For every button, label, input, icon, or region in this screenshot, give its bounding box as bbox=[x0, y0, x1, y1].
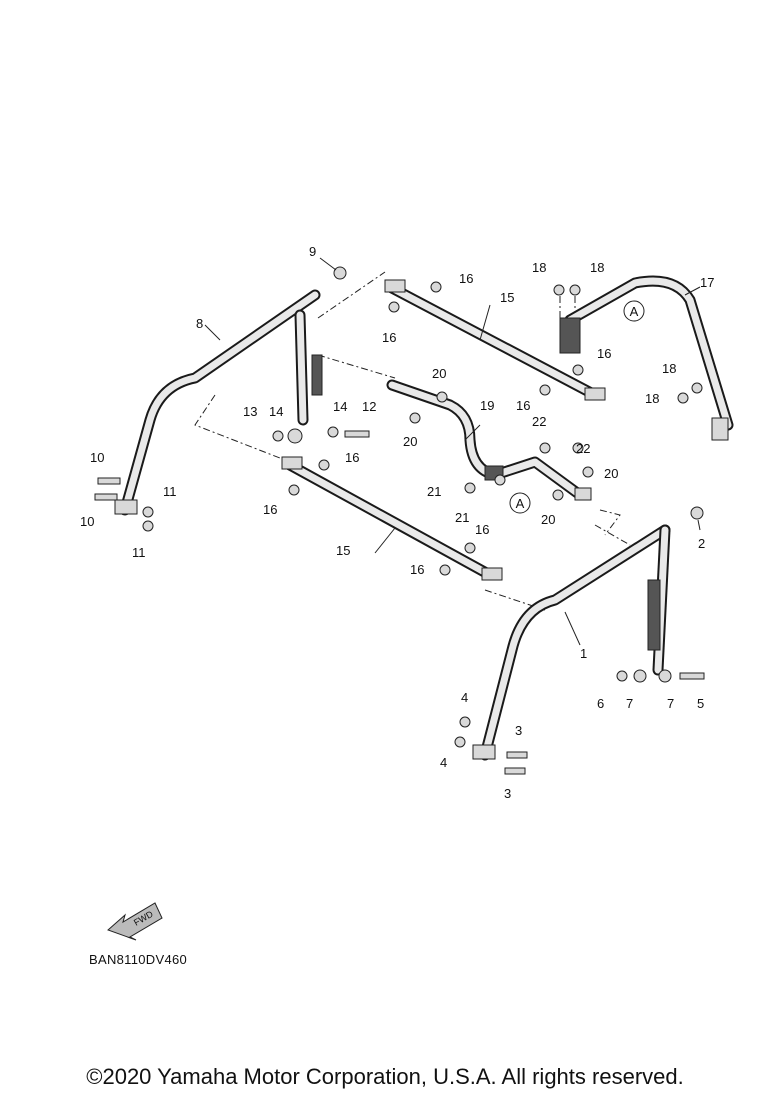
callout: 7 bbox=[626, 696, 633, 711]
callout: 18 bbox=[645, 391, 659, 406]
callout: 4 bbox=[440, 755, 447, 770]
callout: 16 bbox=[382, 330, 396, 345]
callout: 7 bbox=[667, 696, 674, 711]
callout: 1 bbox=[580, 646, 587, 661]
front-roll-bar-right bbox=[472, 524, 671, 761]
callout: 11 bbox=[163, 484, 177, 499]
callout-numbers: 9 8 16 16 15 18 18 17 16 16 18 18 20 19 … bbox=[80, 244, 714, 801]
callout: 3 bbox=[515, 723, 522, 738]
callout: 14 bbox=[269, 404, 283, 419]
callout: 6 bbox=[597, 696, 604, 711]
diagram-code: BAN8110DV460 bbox=[89, 952, 188, 967]
callout: 5 bbox=[697, 696, 704, 711]
callout: 18 bbox=[662, 361, 676, 376]
callout: 20 bbox=[403, 434, 417, 449]
callout: 15 bbox=[500, 290, 514, 305]
callout: 14 bbox=[333, 399, 347, 414]
callout: 21 bbox=[427, 484, 441, 499]
callout: 8 bbox=[196, 316, 203, 331]
callout: 20 bbox=[604, 466, 618, 481]
callout: 4 bbox=[461, 690, 468, 705]
callout: 3 bbox=[504, 786, 511, 801]
callout: 2 bbox=[698, 536, 705, 551]
callout: 21 bbox=[455, 510, 469, 525]
fasteners bbox=[94, 266, 705, 775]
callout: 22 bbox=[532, 414, 546, 429]
svg-text:A: A bbox=[630, 304, 639, 319]
forward-arrow-icon: FWD bbox=[107, 902, 163, 941]
upper-rear-bar bbox=[559, 275, 734, 441]
callout: 16 bbox=[345, 450, 359, 465]
callout: 19 bbox=[480, 398, 494, 413]
svg-text:A: A bbox=[516, 496, 525, 511]
callout: 11 bbox=[132, 545, 146, 560]
callout: 18 bbox=[532, 260, 546, 275]
callout: 16 bbox=[459, 271, 473, 286]
callout: 20 bbox=[541, 512, 555, 527]
callout: 22 bbox=[576, 441, 590, 456]
rear-roll-bar-left bbox=[114, 289, 323, 516]
callout: 18 bbox=[590, 260, 604, 275]
callout: 12 bbox=[362, 399, 376, 414]
leader-lines bbox=[204, 257, 701, 646]
callout: 10 bbox=[90, 450, 104, 465]
reference-marker-upper: A bbox=[623, 300, 645, 322]
copyright-notice: ©2020 Yamaha Motor Corporation, U.S.A. A… bbox=[86, 1064, 684, 1089]
callout: 16 bbox=[475, 522, 489, 537]
callout: 16 bbox=[263, 502, 277, 517]
callout: 20 bbox=[432, 366, 446, 381]
callout: 16 bbox=[597, 346, 611, 361]
callout: 17 bbox=[700, 275, 714, 290]
reference-marker-lower: A bbox=[509, 492, 531, 514]
callout: 15 bbox=[336, 543, 350, 558]
callout: 9 bbox=[309, 244, 316, 259]
callout: 16 bbox=[410, 562, 424, 577]
crossbar-upper bbox=[384, 279, 606, 401]
callout: 16 bbox=[516, 398, 530, 413]
callout: 10 bbox=[80, 514, 94, 529]
crossbar-lower bbox=[281, 456, 503, 581]
callout: 13 bbox=[243, 404, 257, 419]
